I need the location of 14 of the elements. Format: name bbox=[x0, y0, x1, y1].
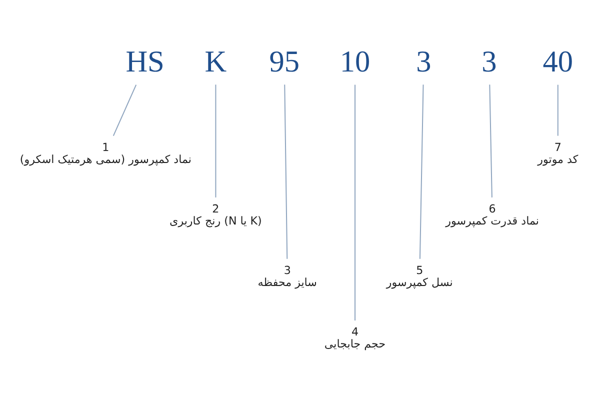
node-text: K bbox=[204, 44, 227, 78]
node-text: 3 bbox=[416, 44, 432, 78]
node-text: 95 bbox=[269, 44, 300, 78]
connector bbox=[489, 84, 492, 198]
connector bbox=[557, 84, 558, 136]
connector bbox=[215, 84, 216, 198]
connector bbox=[419, 84, 424, 259]
connector bbox=[284, 84, 288, 259]
connector bbox=[354, 84, 356, 321]
node-text: 10 bbox=[340, 44, 370, 78]
node-text: HS bbox=[126, 44, 164, 78]
node-text: 40 bbox=[542, 44, 574, 78]
connector bbox=[112, 84, 137, 136]
node-text: 3 bbox=[482, 44, 497, 78]
